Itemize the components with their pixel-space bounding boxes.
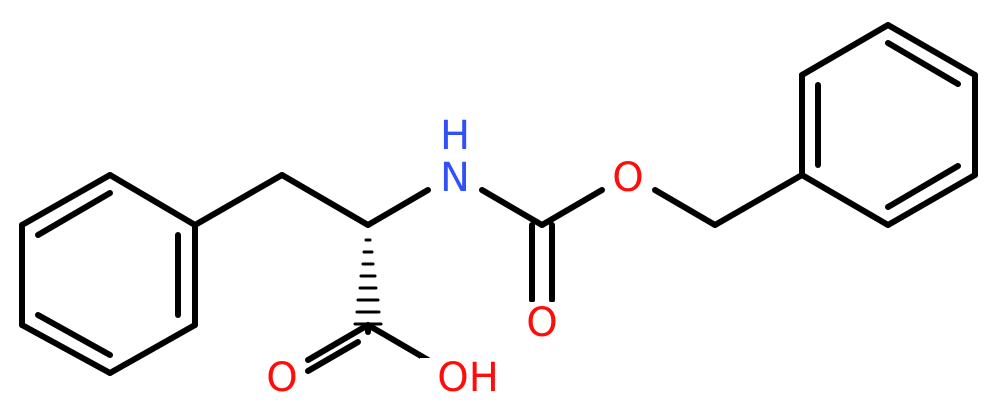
carbonyl-oxygen-label: O [526,300,557,346]
bond [35,190,113,238]
acid-carbonyl-oxygen-label: O [266,355,297,401]
bond [192,172,285,228]
label-background [420,358,498,400]
bond [365,322,431,363]
bond [365,187,431,228]
right-phenyl-ring [799,22,978,228]
bond [799,172,891,228]
atom-labels: H N O O O OH [262,113,649,401]
stereo-hashed-wedge [353,238,383,326]
hydrogen-label: H [440,113,470,159]
bond [885,163,961,210]
label-background [436,118,474,198]
bond [479,187,545,228]
bond [652,187,718,228]
ester-oxygen-label: O [612,155,643,201]
bond [539,187,605,228]
acid-hydroxyl-label: OH [437,355,499,401]
bond [19,322,113,376]
bond [107,172,198,228]
bond [305,322,371,363]
left-phenyl-ring [19,172,198,376]
label-background [522,302,562,342]
bond [279,172,371,228]
nitrogen-label: N [440,155,470,201]
bond [35,312,113,358]
bond [799,22,891,78]
bond [885,22,978,78]
bond [19,172,113,228]
label-background [262,358,302,400]
backbone-chain [192,172,805,303]
bond [305,339,361,374]
carboxylic-acid-bonds [305,322,431,374]
bond [885,172,978,228]
label-background [609,158,649,198]
bond [885,40,961,87]
bond [712,172,805,228]
bond [107,322,198,376]
